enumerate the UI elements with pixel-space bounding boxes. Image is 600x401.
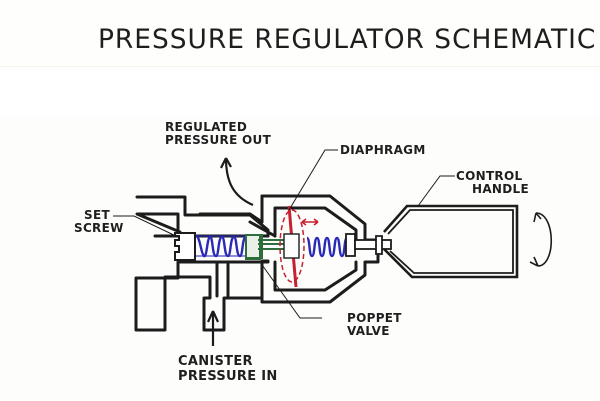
label-line: REGULATED (165, 120, 248, 134)
sketch-paper (0, 117, 600, 401)
label-line: CONTROL (456, 169, 523, 183)
set-screw-leader (113, 215, 179, 238)
label-line: SET (84, 208, 110, 222)
inlet-arrow (206, 310, 220, 346)
label-control-handle: CONTROL HANDLE (456, 170, 529, 196)
diaphragm (279, 205, 319, 288)
title-separator (0, 66, 600, 67)
label-poppet-valve: POPPET VALVE (347, 312, 402, 338)
diagram-title: PRESSURE REGULATOR SCHEMATIC (98, 24, 597, 55)
label-line: VALVE (347, 324, 390, 338)
valve-stem (345, 233, 392, 257)
control-handle-leader (417, 175, 455, 207)
label-line: SCREW (74, 221, 124, 235)
label-line: PRESSURE OUT (165, 133, 272, 147)
poppet-valve (245, 234, 290, 260)
label-regulated-pressure-out: REGULATED PRESSURE OUT (165, 121, 271, 147)
set-screw (174, 232, 196, 261)
label-line: HANDLE (472, 182, 529, 196)
label-set-screw: SET SCREW (74, 209, 124, 235)
label-line: PRESSURE IN (178, 369, 278, 384)
outlet-passage (248, 194, 277, 238)
poppet-leader (259, 261, 322, 319)
outlet-arrow (220, 157, 254, 207)
diaphragm-leader (288, 149, 338, 211)
label-diaphragm: DIAPHRAGM (340, 143, 426, 157)
title-band (0, 0, 600, 66)
diaphragm-housing (260, 194, 380, 304)
label-canister-pressure-in: CANISTER PRESSURE IN (178, 354, 278, 384)
control-handle (383, 204, 519, 279)
outlet-channel (198, 212, 264, 224)
right-spring (305, 236, 349, 258)
label-line: POPPET (347, 311, 402, 325)
label-line: CANISTER (178, 354, 253, 369)
rotation-arrow (529, 212, 553, 267)
